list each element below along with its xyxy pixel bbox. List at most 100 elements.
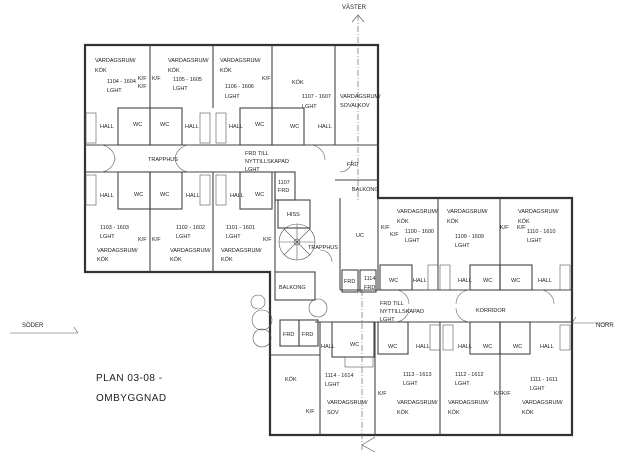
room-label-frd1-b: NYTTILLSKAPAD — [245, 159, 289, 165]
room-label-kf9: K/F — [517, 225, 526, 231]
room-label-u1104-l: LGHT — [107, 88, 122, 94]
room-label-u1111-n: 1111 - 1611 — [530, 377, 558, 383]
room-label-kf12: K/F — [502, 391, 511, 397]
room-label-korridor: KORRIDOR — [476, 308, 506, 314]
room-label-frd2-b: NYTTILLSKAPAD — [380, 309, 424, 315]
room-label-t-hall4: HALL — [318, 124, 332, 130]
room-label-u1111-b: KÖK — [522, 409, 534, 416]
room-label-u1112-b: KÖK — [448, 409, 460, 416]
room-label-u1111-a: VARDAGSRUM/ — [522, 400, 563, 406]
plan-title: PLAN 03-08 - OMBYGGNAD — [96, 373, 167, 404]
room-label-kf4: K/F — [138, 237, 147, 243]
room-label-u1103-a: VARDAGSRUM/ — [97, 248, 138, 254]
room-label-t-wc1: WC — [133, 122, 142, 128]
plan-title-line2: OMBYGGNAD — [96, 393, 167, 404]
north-arrow — [571, 316, 610, 324]
plan-title-line1: PLAN 03-08 - — [96, 373, 163, 384]
spiral-stair-treads — [279, 224, 315, 260]
room-label-u1101-l: LGHT — [226, 234, 241, 240]
room-label-u1113-l: LGHT — [403, 381, 418, 387]
room-label-u1102-b: KÖK — [170, 256, 182, 263]
room-label-u1107-k: KÖK — [292, 79, 304, 86]
room-label-t-wc4: WC — [290, 124, 299, 130]
room-label-u1110-n: 1110 - 1610 — [527, 229, 556, 235]
room-label-u1114-a: VARDAGSRUM/ — [327, 400, 368, 406]
room-label-r-hall1: HALL — [413, 278, 427, 284]
compass-north-label: NORR — [596, 323, 614, 329]
room-label-kf11: K/F — [494, 391, 503, 397]
room-label-r-hall3: HALL — [538, 278, 552, 284]
room-label-u1105-n: 1105 - 1605 — [173, 77, 202, 83]
room-label-u1103-n: 1103 - 1603 — [100, 225, 129, 231]
room-label-frd1-c: LGHT — [245, 167, 260, 173]
room-label-b-wc2: WC — [160, 192, 169, 198]
room-label-u1102-a: VARDAGSRUM/ — [170, 248, 211, 254]
room-label-u1104-n: 1104 - 1604 — [107, 79, 136, 85]
room-label-u1106-l: LGHT — [225, 94, 240, 100]
room-label-u1102-l: LGHT — [176, 234, 191, 240]
compass-south-label: SÖDER — [22, 322, 44, 329]
room-label-frd-small: FRD — [344, 279, 355, 285]
room-label-u1114-b: SOV — [327, 410, 339, 416]
room-label-u1109-n: 1109 - 1609 — [455, 234, 484, 240]
room-label-u1100-a: VARDAGSRUM/ — [397, 209, 438, 215]
room-label-u1105-b: KÖK — [168, 67, 180, 74]
room-label-kok-sw: KÖK — [285, 376, 297, 383]
room-label-r-hall2: HALL — [458, 278, 472, 284]
room-label-u1106-n: 1106 - 1606 — [225, 84, 254, 90]
room-label-u1107-n: 1107 - 1607 — [302, 94, 331, 100]
room-label-balkong1: BALKONG — [352, 187, 379, 193]
room-label-hiss: HISS — [287, 212, 300, 218]
room-label-u1101-b: KÖK — [221, 256, 233, 263]
south-arrow — [10, 326, 79, 334]
room-label-r-wc1: WC — [389, 278, 398, 284]
room-label-kf8: K/F — [500, 225, 509, 231]
room-label-b-hall3: HALL — [230, 193, 244, 199]
room-label-frd1-a: FRD TILL — [245, 151, 269, 157]
room-label-u1112-a: VARDAGSRUM/ — [448, 400, 489, 406]
room-label-frd-top: FRD — [347, 162, 358, 168]
room-label-u1109-a: VARDAGSRUM/ — [447, 209, 488, 215]
room-label-r-wc2: WC — [483, 278, 492, 284]
room-label-kf1: K/F — [138, 76, 147, 82]
room-label-u1112-n: 1112 - 1612 — [455, 372, 484, 378]
room-label-b-wc1: WC — [134, 192, 143, 198]
room-label-u1109-l: LGHT — [455, 243, 470, 249]
room-label-u1106-b: KÖK — [220, 67, 232, 74]
room-label-u1100-n: 1100 - 1600 — [405, 229, 434, 235]
room-label-kf14: K/F — [138, 84, 147, 90]
room-label-frd1107-a: 1107 — [278, 180, 290, 186]
trees — [250, 294, 328, 348]
room-label-trapphus1: TRAPPHUS — [148, 157, 178, 163]
room-label-u1110-l: LGHT — [527, 238, 542, 244]
room-label-u1109-b: KÖK — [447, 218, 459, 225]
room-label-s-hall4: HALL — [540, 344, 554, 350]
room-label-u1105-a: VARDAGSRUM/ — [168, 58, 209, 64]
room-label-u1102-n: 1102 - 1602 — [176, 225, 205, 231]
room-label-u1107-s: SOVALKOV — [340, 103, 370, 109]
room-label-u1103-l: LGHT — [100, 234, 115, 240]
room-label-u1114-l: LGHT — [325, 382, 340, 388]
room-label-frd-b1: FRD — [283, 332, 294, 338]
room-label-kf5: K/F — [152, 237, 161, 243]
room-label-kf3: K/F — [262, 76, 271, 82]
room-label-t-hall3: HALL — [229, 124, 243, 130]
room-label-u1103-b: KÖK — [97, 256, 109, 263]
room-label-u1101-a: VARDAGSRUM/ — [221, 248, 262, 254]
room-label-u1110-a: VARDAGSRUM/ — [518, 209, 559, 215]
room-label-t-wc2: WC — [160, 122, 169, 128]
room-label-u1101-n: 1101 - 1601 — [226, 225, 255, 231]
room-label-u1113-b: KÖK — [397, 409, 409, 416]
room-label-s-wc4: WC — [513, 344, 522, 350]
room-label-s-hall3: HALL — [458, 344, 472, 350]
room-label-b-hall1: HALL — [100, 193, 114, 199]
room-label-u1100-b: KÖK — [397, 218, 409, 225]
room-label-frd-b2: FRD — [302, 332, 313, 338]
room-label-uc: UC — [356, 233, 364, 239]
walls — [10, 14, 610, 453]
room-label-u1104-a: VARDAGSRUM/ — [95, 58, 136, 64]
room-label-u1105-l: LGHT — [173, 86, 188, 92]
room-label-frd1114-a: 1114 — [364, 276, 375, 282]
